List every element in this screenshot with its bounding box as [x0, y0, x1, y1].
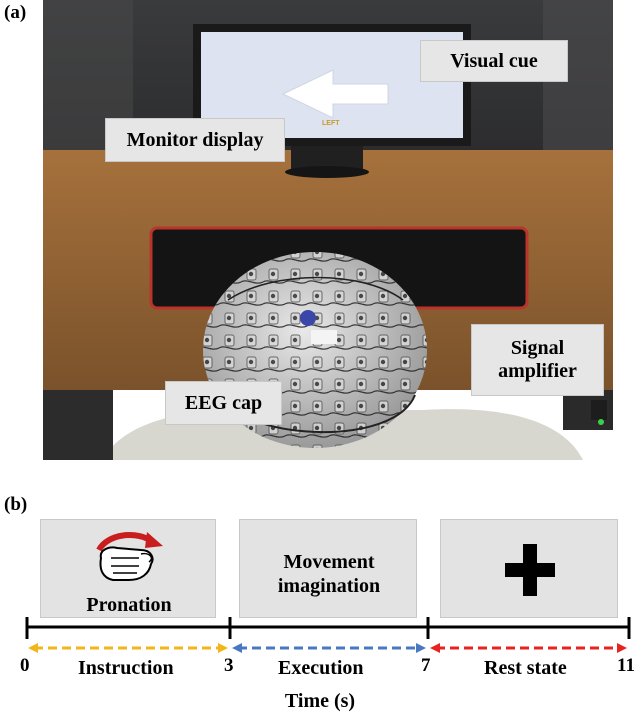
execution-box-line1: Movement — [283, 551, 375, 573]
visual-cue-callout: Visual cue — [420, 40, 568, 82]
instruction-span-arrow-left — [28, 643, 38, 653]
signal-amplifier-line2: amplifier — [498, 360, 577, 382]
signal-amplifier-callout: Signal amplifier — [471, 324, 604, 396]
panel-a-label: (a) — [4, 2, 27, 23]
timeline — [25, 617, 631, 653]
execution-span-arrow-left — [232, 643, 242, 653]
hand-pronation-icon — [96, 532, 163, 581]
time-axis-label: Time (s) — [284, 690, 356, 712]
execution-box: Movement imagination — [239, 519, 417, 618]
execution-box-text: Movement imagination — [240, 550, 418, 598]
phase-label-instruction: Instruction — [78, 657, 174, 679]
tick-label-3: 3 — [224, 655, 234, 676]
tick-label-0: 0 — [20, 655, 30, 676]
phase-label-execution: Execution — [278, 657, 364, 679]
monitor-display-callout: Monitor display — [105, 118, 285, 162]
phase-label-rest: Rest state — [484, 657, 567, 679]
experiment-photo — [43, 0, 613, 460]
instruction-box: Pronation — [40, 519, 216, 618]
screen-cue-text: LEFT — [322, 120, 340, 127]
execution-span-arrow-right — [416, 643, 426, 653]
tick-label-7: 7 — [421, 655, 431, 676]
rest-box — [440, 519, 618, 618]
instruction-box-text: Pronation — [86, 594, 172, 616]
execution-box-line2: imagination — [277, 575, 381, 597]
fixation-cross-icon — [505, 544, 555, 596]
tick-label-11: 11 — [617, 655, 635, 676]
panel-b-label: (b) — [4, 494, 28, 515]
instruction-span-arrow-right — [218, 643, 228, 653]
rest-span-arrow-left — [430, 643, 440, 653]
signal-amplifier-line1: Signal — [510, 337, 565, 359]
eeg-cap-callout: EEG cap — [165, 381, 282, 425]
rest-span-arrow-right — [617, 643, 627, 653]
